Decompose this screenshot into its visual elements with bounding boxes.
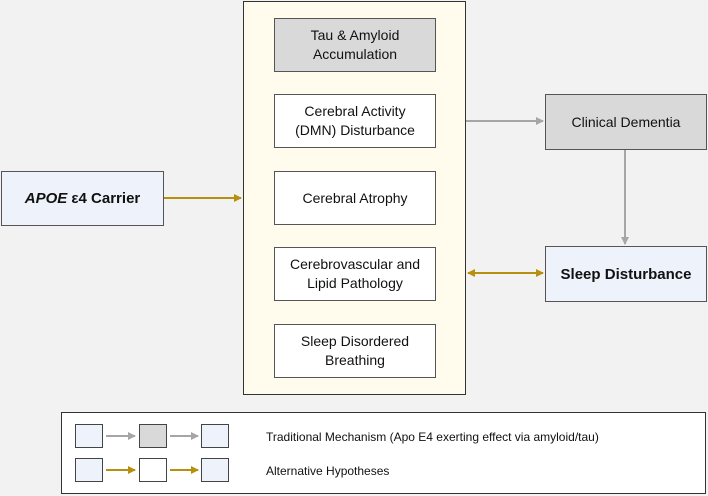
legend-traditional-text: Traditional Mechanism (Apo E4 exerting e… [266, 430, 599, 444]
apoe-suffix-text: ε4 Carrier [67, 190, 141, 207]
mechanism-box-cerebral-activity: Cerebral Activity (DMN) Disturbance [274, 94, 436, 148]
legend-alt-end-box [201, 458, 229, 482]
apoe-e4-carrier-box: APOE ε4 Carrier [1, 171, 164, 226]
legend-alt-mid-box [139, 458, 167, 482]
legend [61, 412, 706, 494]
mechanism-box-tau-amyloid: Tau & Amyloid Accumulation [274, 18, 436, 72]
legend-alternative-text: Alternative Hypotheses [266, 464, 390, 478]
clinical-dementia-box: Clinical Dementia [545, 94, 707, 150]
legend-trad-start-box [75, 424, 103, 448]
apoe-italic-text: APOE [24, 190, 68, 207]
mechanism-box-sleep-disordered-breathing: Sleep Disordered Breathing [274, 324, 436, 378]
sleep-disturbance-box: Sleep Disturbance [545, 246, 707, 302]
legend-trad-end-box [201, 424, 229, 448]
apoe-label: APOE ε4 Carrier [25, 189, 141, 208]
mechanism-box-cerebrovascular: Cerebrovascular and Lipid Pathology [274, 247, 436, 301]
mechanism-box-cerebral-atrophy: Cerebral Atrophy [274, 171, 436, 225]
legend-trad-mid-box [139, 424, 167, 448]
legend-alt-start-box [75, 458, 103, 482]
